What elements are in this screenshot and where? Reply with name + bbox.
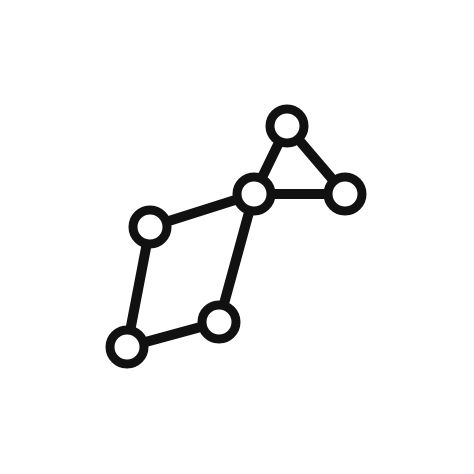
node-lower-mid <box>197 300 241 344</box>
node-left <box>128 205 172 249</box>
node-right <box>323 172 367 216</box>
nodes-group <box>105 104 367 369</box>
node-top <box>265 104 309 148</box>
node-bottom <box>105 325 149 369</box>
node-hub <box>232 172 276 216</box>
edge-hub-to-lower-mid <box>214 189 259 327</box>
